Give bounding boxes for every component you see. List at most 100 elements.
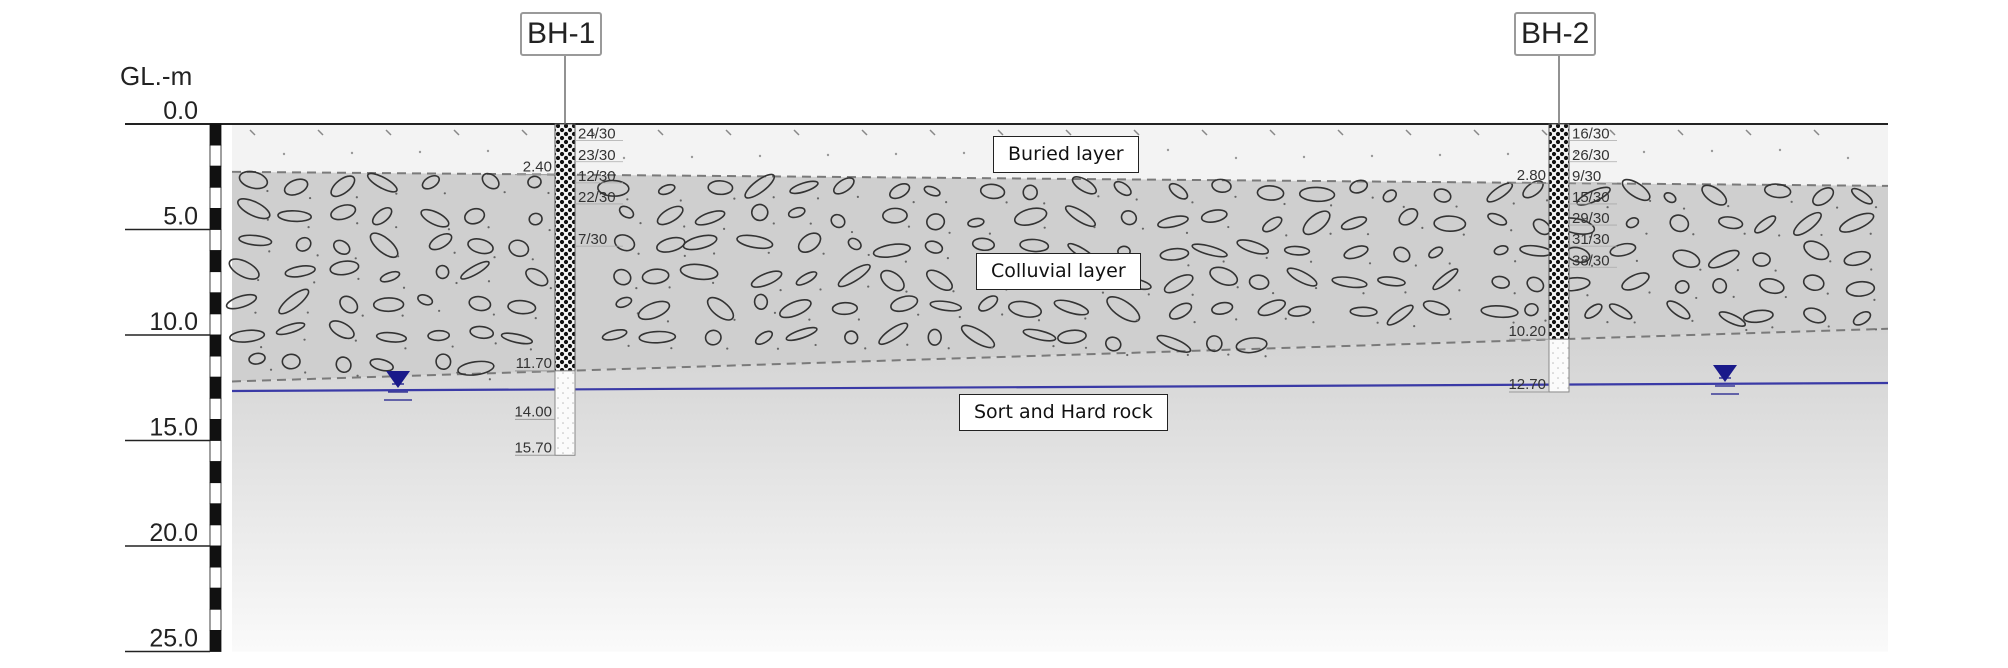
sand-dot (1037, 319, 1041, 322)
fill-dot (1846, 156, 1850, 160)
borehole-depth-label: 15.70 (514, 439, 552, 456)
sand-dot (1186, 353, 1189, 356)
sand-dot (856, 195, 859, 198)
gravel-clast (789, 180, 819, 195)
fill-dot (350, 151, 354, 155)
gravel-clast (1022, 328, 1057, 342)
sand-dot (946, 257, 949, 260)
sand-dot (1820, 233, 1823, 237)
sand-dot (1590, 264, 1594, 267)
gravel-clast (1432, 268, 1459, 291)
gravel-clast (1104, 336, 1122, 352)
gravel-clast (329, 260, 360, 276)
sand-dot (1606, 321, 1609, 324)
sand-dot (1736, 269, 1739, 272)
sand-dot (679, 199, 682, 202)
sand-dot (1283, 202, 1286, 206)
sand-dot (867, 253, 870, 257)
sand-dot (1635, 259, 1638, 262)
gravel-clast (1298, 186, 1336, 203)
sand-dot (1043, 226, 1046, 229)
sand-dot (254, 311, 257, 314)
gravel-clast (1717, 216, 1744, 230)
sand-dot (945, 201, 948, 204)
sand-dot (307, 225, 310, 229)
gravel-clast (1843, 250, 1871, 267)
gravel-clast (736, 234, 774, 250)
sand-dot (1699, 268, 1702, 271)
sand-dot (1402, 205, 1405, 208)
gravel-clast (366, 172, 398, 193)
gravel-clast (657, 183, 676, 196)
sand-dot (1774, 269, 1777, 272)
sand-dot (1329, 204, 1333, 207)
gravel-clast (1156, 334, 1192, 353)
gravel-clast (1812, 187, 1835, 207)
gravel-clast (379, 270, 401, 283)
sand-dot (917, 313, 920, 316)
depth-scale-segment (209, 503, 222, 526)
sand-dot (1513, 292, 1516, 295)
fill-mark (1065, 129, 1072, 136)
sand-dot (864, 347, 867, 350)
rock-layer-area (232, 328, 1888, 652)
fill-mark (453, 129, 460, 136)
gravel-clast (923, 185, 941, 197)
sand-dot (1376, 321, 1379, 324)
sand-dot (313, 281, 316, 284)
sand-dot (1606, 206, 1609, 209)
gravel-clast (1759, 277, 1785, 295)
fill-mark (929, 129, 936, 136)
gravel-clast (468, 295, 492, 312)
sand-dot (303, 338, 306, 341)
fill-dot (486, 149, 490, 153)
gravel-clast (528, 212, 543, 226)
fill-mark (1813, 129, 1820, 136)
gravel-clast (1674, 280, 1690, 294)
gravel-clast (332, 239, 351, 255)
gravel-clast (1428, 246, 1444, 259)
gravel-clast (1422, 300, 1451, 316)
depth-scale-segment (209, 313, 222, 336)
borehole-column-soil (1548, 123, 1570, 340)
sand-dot (670, 347, 673, 350)
sand-dot (488, 378, 491, 381)
gravel-clast (330, 204, 357, 221)
gravel-clast (1064, 205, 1097, 228)
sand-dot (1264, 355, 1267, 358)
depth-scale-segment (209, 123, 222, 146)
sand-dot (1732, 295, 1735, 298)
gravel-clast (679, 263, 719, 281)
gravel-clast (248, 352, 266, 365)
gravel-clast (457, 360, 495, 376)
sand-dot (1645, 232, 1648, 235)
fill-mark (1133, 129, 1140, 136)
borehole-tag-bh-1: BH-1 (520, 12, 603, 56)
sand-dot (1691, 319, 1694, 322)
sand-dot (1512, 202, 1515, 205)
gravel-clast (1742, 309, 1774, 324)
sand-dot (1633, 321, 1636, 324)
groundwater-level (231, 365, 1889, 401)
gravel-clast (284, 265, 316, 278)
sand-dot (1309, 260, 1313, 263)
gravel-clast (960, 324, 996, 349)
gravel-clast (1007, 300, 1043, 318)
fill-mark (1405, 129, 1412, 136)
gravel-clast (1752, 252, 1771, 267)
gravel-clast (1168, 302, 1193, 320)
spt-value-label: 22/30 (578, 189, 616, 206)
fill-mark (385, 129, 392, 136)
gravel-clast (1486, 182, 1514, 203)
sand-dot (401, 314, 404, 317)
fill-mark (589, 129, 596, 136)
spt-value-label: 12/30 (578, 168, 616, 185)
depth-scale-segment (209, 250, 222, 273)
borehole-depth-label: 2.40 (523, 159, 552, 176)
gravel-clast (1524, 302, 1539, 317)
sand-dot (1005, 201, 1008, 204)
gravel-clast (1235, 337, 1268, 354)
fill-mark (1337, 129, 1344, 136)
fill-mark (793, 129, 800, 136)
